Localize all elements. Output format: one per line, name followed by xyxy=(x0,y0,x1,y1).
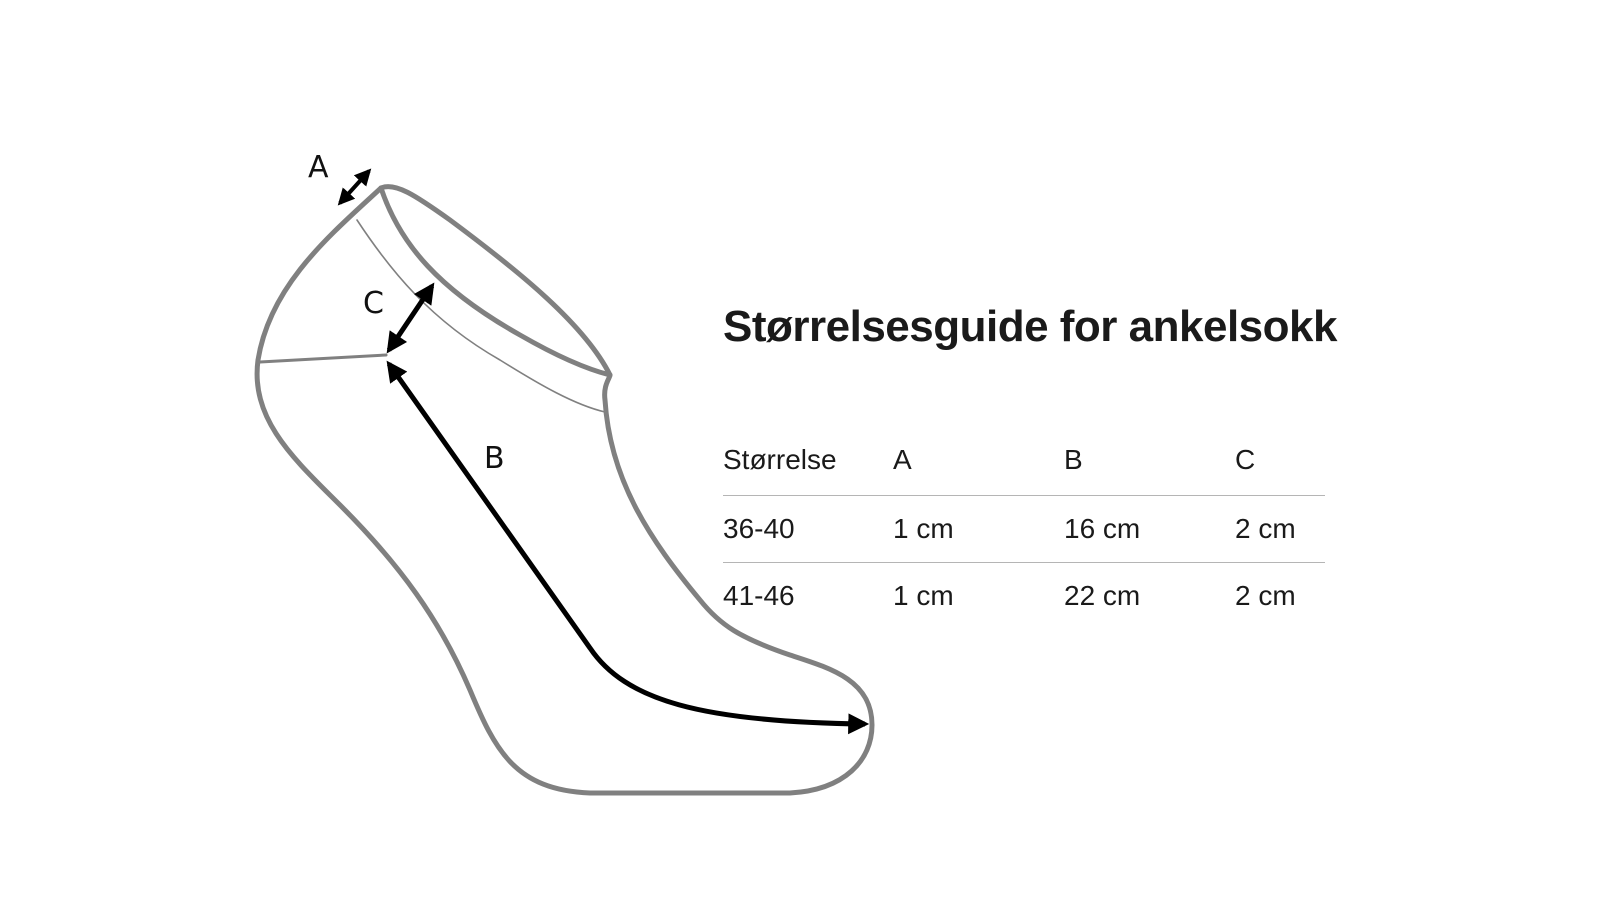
arrow-a-icon xyxy=(337,168,372,206)
cell-b: 16 cm xyxy=(1064,513,1141,544)
measure-arrows xyxy=(337,168,870,735)
cell-c: 2 cm xyxy=(1235,580,1296,611)
cell-b: 22 cm xyxy=(1064,580,1141,611)
cell-c: 2 cm xyxy=(1235,513,1296,544)
table-row: 41-46 1 cm 22 cm 2 cm xyxy=(723,562,1325,629)
arrow-b-icon xyxy=(386,360,870,735)
label-a: A xyxy=(308,150,329,185)
label-b: B xyxy=(484,441,505,476)
label-c: C xyxy=(363,286,384,321)
size-table: Størrelse A B C 36-40 1 cm 16 cm 2 cm 41… xyxy=(723,425,1325,629)
sock-diagram: A C B xyxy=(254,150,875,796)
cell-a: 1 cm xyxy=(893,513,954,544)
header-size: Størrelse xyxy=(723,444,837,475)
header-b: B xyxy=(1064,444,1083,475)
cell-a: 1 cm xyxy=(893,580,954,611)
arrow-c-icon xyxy=(386,282,435,354)
cell-size: 36-40 xyxy=(723,513,795,544)
table-row: 36-40 1 cm 16 cm 2 cm xyxy=(723,495,1325,562)
table-header-row: Størrelse A B C xyxy=(723,425,1325,495)
page-title: Størrelsesguide for ankelsokk xyxy=(723,302,1337,351)
header-a: A xyxy=(893,444,912,475)
header-c: C xyxy=(1235,444,1256,475)
cell-size: 41-46 xyxy=(723,580,795,611)
